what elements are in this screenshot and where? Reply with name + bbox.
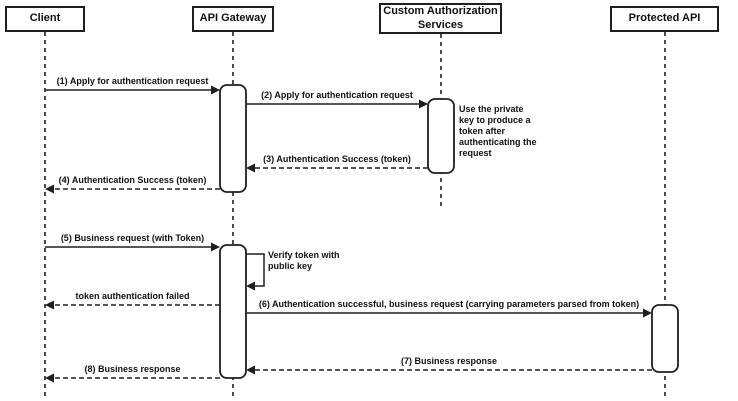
arrowhead-token-auth-failed [45, 300, 54, 310]
arrowhead-6-auth-successful [643, 308, 652, 318]
participant-box-client: Client [5, 6, 85, 32]
note-private-key-note: Use the private key to produce a token a… [459, 104, 537, 158]
arrowhead-7-business-response [246, 365, 255, 375]
activation-gateway-auth [219, 84, 247, 193]
message-label-7-business-response: (7) Business response [400, 356, 498, 366]
message-label-8-business-response: (8) Business response [84, 364, 181, 374]
self-message-label-verify-token: Verify token with public key [268, 250, 340, 271]
participant-box-custom-authorization-services: Custom Authorization Services [379, 3, 502, 34]
message-label-token-auth-failed: token authentication failed [75, 291, 190, 301]
participant-box-protected-api: Protected API [610, 6, 719, 32]
arrowhead-2-apply-auth [419, 99, 428, 109]
message-label-3-auth-success: (3) Authentication Success (token) [263, 154, 411, 164]
activation-gateway-business [219, 244, 247, 379]
arrowhead-3-auth-success [246, 163, 255, 173]
arrowhead-1-apply-auth [211, 85, 220, 95]
message-label-1-apply-auth: (1) Apply for authentication request [56, 76, 209, 86]
arrowhead-4-auth-success [45, 184, 54, 194]
participant-box-api-gateway: API Gateway [192, 6, 274, 32]
message-label-6-auth-successful: (6) Authentication successful, business … [258, 299, 640, 309]
arrowhead-8-business-response [45, 373, 54, 383]
activation-custom-auth [427, 98, 455, 174]
message-label-4-auth-success: (4) Authentication Success (token) [58, 175, 207, 185]
activation-protected-api [651, 304, 679, 373]
arrowhead-verify-token [246, 281, 255, 291]
message-label-2-apply-auth: (2) Apply for authentication request [261, 90, 413, 100]
arrowhead-5-business-request [211, 242, 220, 252]
self-message-line-verify-token [246, 253, 265, 287]
message-label-5-business-request: (5) Business request (with Token) [60, 233, 205, 243]
